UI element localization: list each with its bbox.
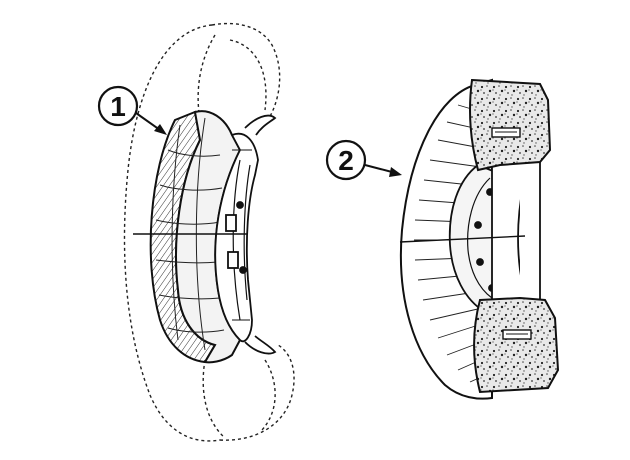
- disc-centerline: [399, 235, 526, 243]
- callout-1-circle: [97, 85, 139, 127]
- callout-2-circle: [325, 139, 367, 181]
- callout-2: 2: [325, 139, 402, 181]
- lower-brake-pad: [473, 296, 560, 394]
- callout-2-leader: [364, 164, 393, 173]
- callout-1-arrowhead: [154, 124, 167, 135]
- callout-1-leader: [135, 112, 161, 131]
- shoe-backing-plate: [214, 114, 277, 355]
- callout-2-label: 2: [338, 145, 354, 176]
- caliper-bridge: [491, 139, 541, 312]
- upper-brake-pad: [469, 78, 552, 172]
- callout-1-label: 1: [110, 91, 126, 122]
- callout-1: 1: [97, 85, 167, 135]
- brake-disc-assembly: 2: [325, 78, 560, 400]
- callout-2-arrowhead: [389, 167, 402, 177]
- brake-shoe-body: [149, 110, 242, 364]
- brake-shoe-assembly: 1: [97, 22, 295, 442]
